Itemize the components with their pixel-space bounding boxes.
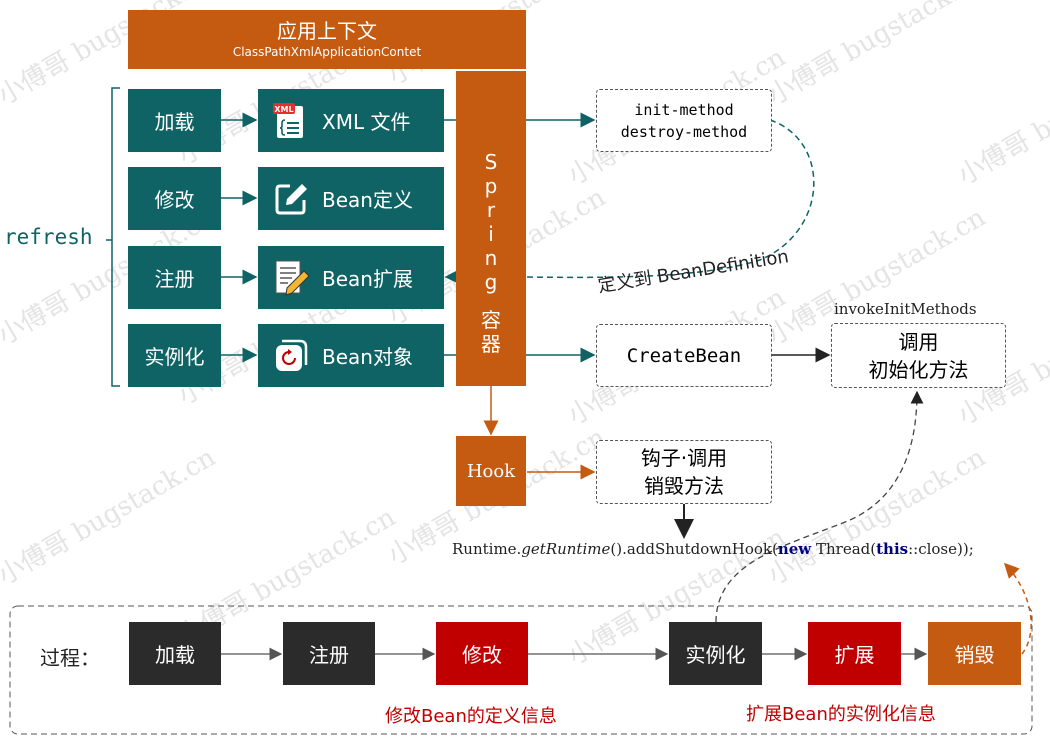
shutdown-hook-code: Runtime.getRuntime().addShutdownHook(new… [452,540,974,558]
process-label: 过程： [40,646,100,670]
arrow-instantiate-to-init [715,390,924,623]
step-label-instantiate: 实例化 [128,324,221,387]
hook-line2: 销毁方法 [644,474,724,498]
process-frame [9,605,1033,735]
process-step-destroy: 销毁 [928,622,1021,685]
bean-definition-text: Bean定义 [322,188,413,212]
init-method-text: init-method [634,100,734,119]
refresh-object-icon [276,339,308,371]
process-step-extend: 扩展 [808,622,901,685]
bean-object-box: Bean对象 [258,324,444,387]
process-step-register: 注册 [283,622,375,685]
arrow-define-to-beandefinition [444,119,815,285]
refresh-bracket [111,87,120,387]
invoke-init-methods-caption: invokeInitMethods [834,300,977,318]
xml-file-box: XML XML 文件 [258,89,444,152]
create-bean-box: CreateBean [596,324,772,387]
bean-object-text: Bean对象 [322,345,413,369]
hook-line1: 钩子·调用 [640,446,728,470]
spring-container [456,71,526,386]
arrow-destroy-close [1003,562,1032,655]
spring-container-label: S p r i n g 容 器 [481,150,501,356]
init-destroy-box: init-method destroy-method [596,89,772,152]
invoke-line1: 调用 [898,329,939,354]
application-context-header: 应用上下文 ClassPathXmlApplicationContet [128,10,526,69]
note-extend-instantiation: 扩展Bean的实例化信息 [746,704,936,725]
process-step-modify: 修改 [436,622,528,685]
xml-file-text: XML 文件 [322,110,411,134]
step-label-load: 加载 [128,89,221,152]
destroy-method-box: 钩子·调用 销毁方法 [596,440,772,504]
process-step-instantiate: 实例化 [669,622,762,685]
xml-file-icon: XML [273,102,303,138]
context-title: 应用上下文 [277,18,377,43]
step-label-register: 注册 [128,246,221,309]
context-subtitle: ClassPathXmlApplicationContet [232,44,422,59]
bean-extension-box: Bean扩展 [258,246,444,309]
svg-text:XML: XML [274,105,293,114]
hook-box: Hook [456,436,526,506]
note-modify-definition: 修改Bean的定义信息 [385,706,557,727]
edit-icon [275,183,307,214]
invoke-line2: 初始化方法 [868,357,969,382]
document-pencil-icon [275,260,310,296]
destroy-method-text: destroy-method [620,122,748,141]
bean-definition-box: Bean定义 [258,167,444,230]
step-label-modify: 修改 [128,167,221,230]
process-step-load: 加载 [129,622,221,685]
refresh-label: refresh [4,225,93,249]
invoke-init-box: 调用 初始化方法 [831,323,1006,388]
bean-extension-text: Bean扩展 [322,267,413,291]
